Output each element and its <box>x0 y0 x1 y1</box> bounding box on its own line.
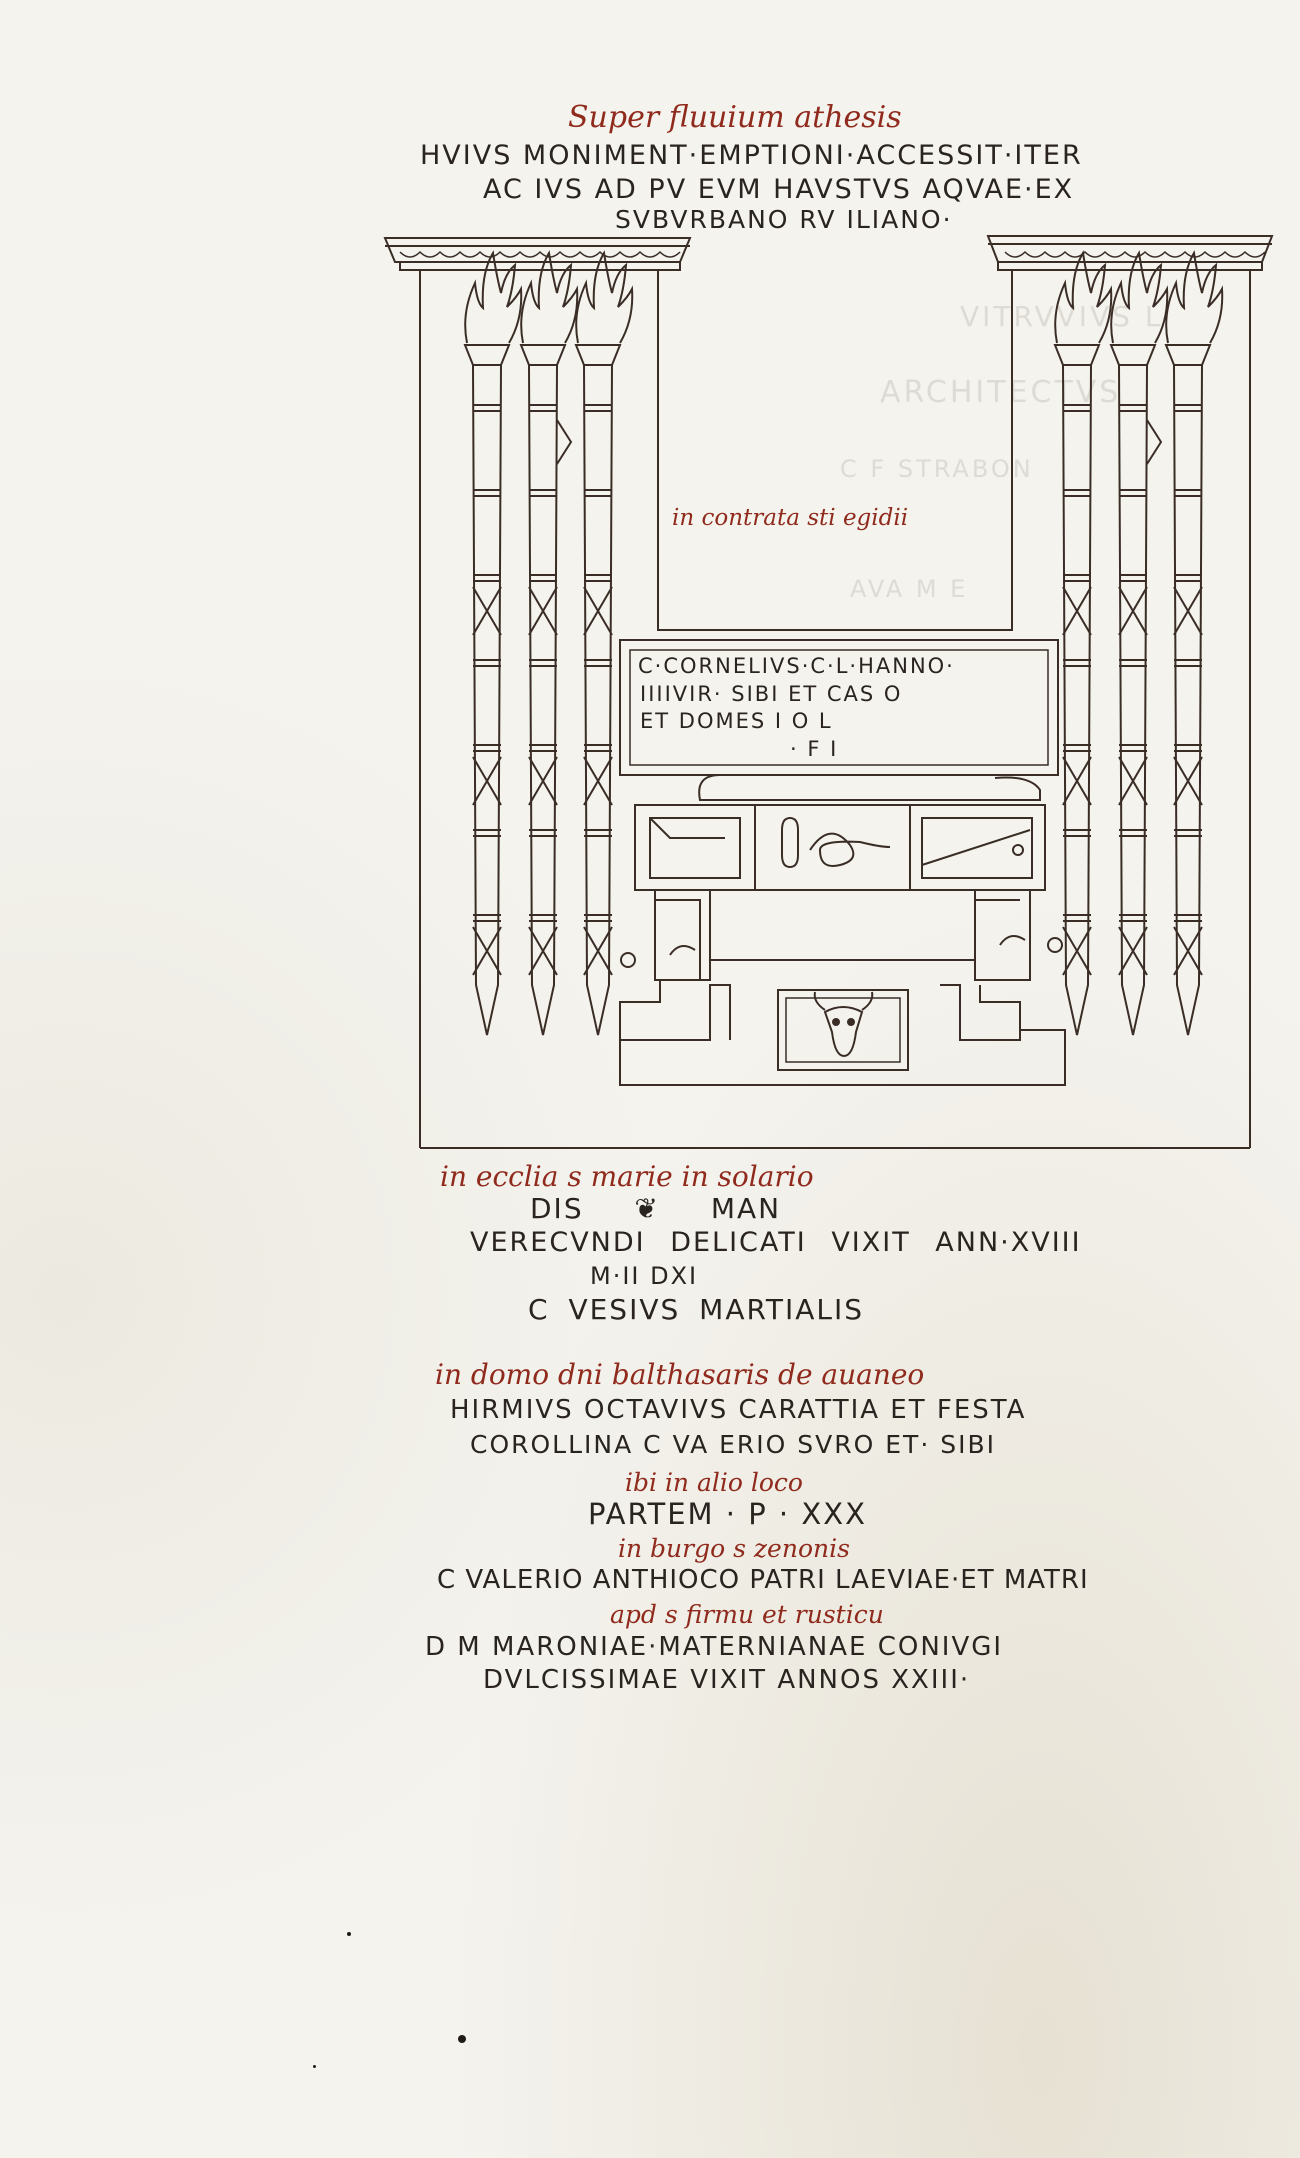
ink-dot <box>313 2065 316 2068</box>
inscription-line: COROLLINA C VA ERIO SVRO ET· SIBI <box>470 1430 996 1459</box>
torch-icon <box>1164 250 1224 1036</box>
section-rubric: in ecclia s marie in solario <box>440 1160 814 1193</box>
inscription-line: D M MARONIAE·MATERNIANAE CONIVGI <box>425 1632 1004 1662</box>
left-capital <box>383 237 692 263</box>
inscription-line: M·II DXI <box>590 1262 699 1290</box>
ink-dot <box>458 2035 466 2043</box>
section-rubric: apd s firmu et rusticu <box>610 1600 884 1629</box>
tablet-line: · F I <box>790 737 839 761</box>
ink-dot <box>347 1932 351 1936</box>
inscription-line: DVLCISSIMAE VIXIT ANNOS XXIII· <box>483 1665 971 1695</box>
section-rubric: in domo dni balthasaris de auaneo <box>435 1358 925 1391</box>
rubric-heading: Super fluuium athesis <box>568 100 902 135</box>
center-rubric: in contrata sti egidii <box>672 505 909 531</box>
tablet-line: IIIIVIR· SIBI ET CAS O <box>640 682 903 706</box>
tablet-line: ET DOMES I O L <box>640 709 833 733</box>
torch-icon <box>1053 250 1113 1036</box>
inscription-line: PARTEM · P · XXX <box>588 1497 867 1531</box>
show-through-text: C F STRABON <box>840 455 1034 483</box>
inscription-line: HVIVS MONIMENT·EMPTIONI·ACCESSIT·ITER <box>420 140 1083 171</box>
section-rubric: ibi in alio loco <box>625 1468 803 1497</box>
tablet-line: C·CORNELIVS·C·L·HANNO· <box>638 654 955 678</box>
right-capital <box>986 235 1274 263</box>
inscription-line: VERECVNDI DELICATI VIXIT ANN·XVIII <box>470 1227 1082 1258</box>
section-rubric: in burgo s zenonis <box>618 1534 850 1563</box>
inscription-line: C VESIVS MARTIALIS <box>528 1293 865 1326</box>
torch-icon <box>574 250 634 1036</box>
show-through-text: AVA M E <box>850 575 969 603</box>
inscription-line: AC IVS AD PV EVM HAVSTVS AQVAE·EX <box>483 174 1075 205</box>
torch-icon <box>519 250 579 1036</box>
inscription-line: HIRMIVS OCTAVIVS CARATTIA ET FESTA <box>450 1395 1027 1425</box>
inscription-line: SVBVRBANO RV ILIANO· <box>615 205 953 234</box>
torch-icon <box>1109 250 1169 1036</box>
torch-icon <box>463 250 523 1036</box>
inscription-line: C VALERIO ANTHIOCO PATRI LAEVIAE·ET MATR… <box>437 1565 1089 1595</box>
inscription-line: DIS ❦ MAN <box>530 1192 782 1225</box>
